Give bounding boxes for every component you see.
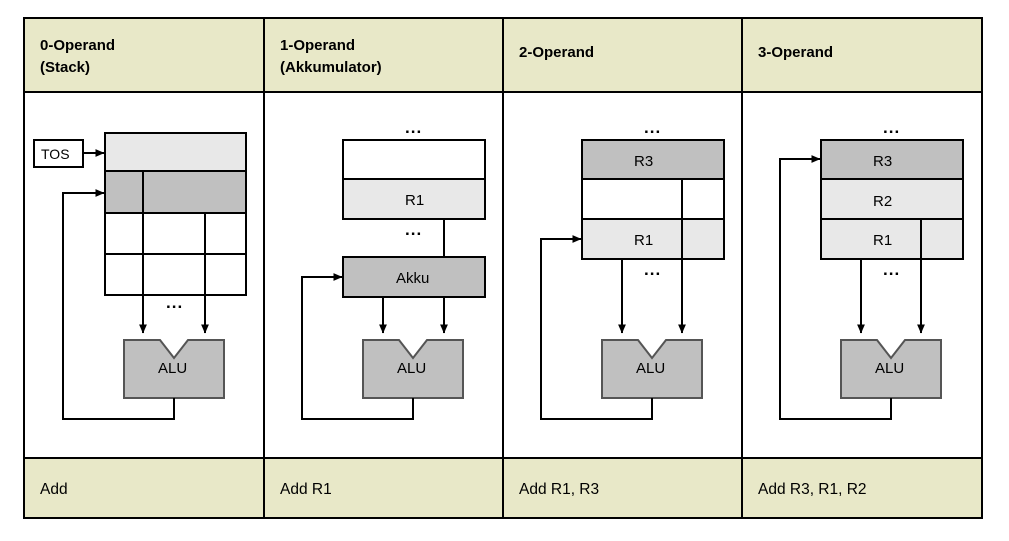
tos-label-box bbox=[33, 139, 84, 168]
header-col-1-line2: (Akkumulator) bbox=[280, 59, 382, 76]
alu-label: ALU bbox=[158, 360, 187, 377]
col-2-operand-diagram: ... R3 R1 ... ALU bbox=[540, 118, 725, 420]
header-row: 0-Operand (Stack) 1-Operand (Akkumulator… bbox=[40, 37, 833, 76]
regfile-top-ellipsis-c1: ... bbox=[405, 118, 422, 137]
col-1-operand-diagram: ... R1 ... Akku ALU bbox=[301, 118, 486, 420]
alu-feedback-path bbox=[779, 155, 892, 420]
register-cell-c1-1 bbox=[342, 178, 486, 220]
header-col-1-line1: 1-Operand bbox=[280, 37, 355, 54]
register-cell-c3-1 bbox=[820, 178, 964, 220]
alu-feedback-path bbox=[540, 235, 653, 420]
alu-shape bbox=[123, 339, 225, 399]
register-label-c2-2: R1 bbox=[634, 232, 653, 249]
col-3-operand-diagram: ... R3 R2 R1 ... ALU bbox=[779, 118, 964, 420]
stack-cell-1 bbox=[104, 170, 247, 214]
alu-label: ALU bbox=[875, 360, 904, 377]
register-cell-c2-0 bbox=[581, 139, 725, 180]
register-label-c2-0: R3 bbox=[634, 153, 653, 170]
alu-feedback-path bbox=[301, 273, 414, 420]
stack-cell-2 bbox=[104, 212, 247, 255]
register-label-c3-0: R3 bbox=[873, 153, 892, 170]
accumulator-box bbox=[342, 256, 486, 298]
register-cell-c2-1 bbox=[581, 178, 725, 220]
instruction-row: Add Add R1 Add R1, R3 Add R3, R1, R2 bbox=[40, 481, 867, 498]
register-cell-c3-2 bbox=[820, 218, 964, 260]
register-cell-c3-0 bbox=[820, 139, 964, 180]
register-label-c3-2: R1 bbox=[873, 232, 892, 249]
header-col-0-line2: (Stack) bbox=[40, 59, 90, 76]
regfile-top-ellipsis-c3: ... bbox=[883, 118, 900, 137]
instruction-col-3: Add R3, R1, R2 bbox=[758, 481, 867, 498]
regfile-bottom-ellipsis-c1: ... bbox=[405, 220, 422, 239]
col-0-operand-diagram: TOS ... ALU bbox=[33, 132, 247, 420]
alu-feedback-path bbox=[62, 189, 175, 420]
register-cell-c1-0 bbox=[342, 139, 486, 180]
alu-shape bbox=[840, 339, 942, 399]
alu-label: ALU bbox=[397, 360, 426, 377]
stack-ellipsis: ... bbox=[166, 293, 183, 312]
header-col-3-line1: 3-Operand bbox=[758, 44, 833, 61]
alu-shape bbox=[362, 339, 464, 399]
header-col-0-line1: 0-Operand bbox=[40, 37, 115, 54]
register-label-c3-1: R2 bbox=[873, 193, 892, 210]
instruction-col-2: Add R1, R3 bbox=[519, 481, 599, 498]
alu-label: ALU bbox=[636, 360, 665, 377]
register-label-c1-1: R1 bbox=[405, 192, 424, 209]
accumulator-label: Akku bbox=[396, 270, 429, 287]
regfile-bottom-ellipsis-c2: ... bbox=[644, 260, 661, 279]
tos-label: TOS bbox=[41, 146, 70, 162]
stack-cell-0 bbox=[104, 132, 247, 172]
table-frame bbox=[23, 17, 983, 519]
instruction-col-1: Add R1 bbox=[280, 481, 332, 498]
stack-cell-3 bbox=[104, 253, 247, 296]
regfile-bottom-ellipsis-c3: ... bbox=[883, 260, 900, 279]
header-col-2-line1: 2-Operand bbox=[519, 44, 594, 61]
instruction-col-0: Add bbox=[40, 481, 68, 498]
regfile-top-ellipsis-c2: ... bbox=[644, 118, 661, 137]
register-cell-c2-2 bbox=[581, 218, 725, 260]
alu-shape bbox=[601, 339, 703, 399]
